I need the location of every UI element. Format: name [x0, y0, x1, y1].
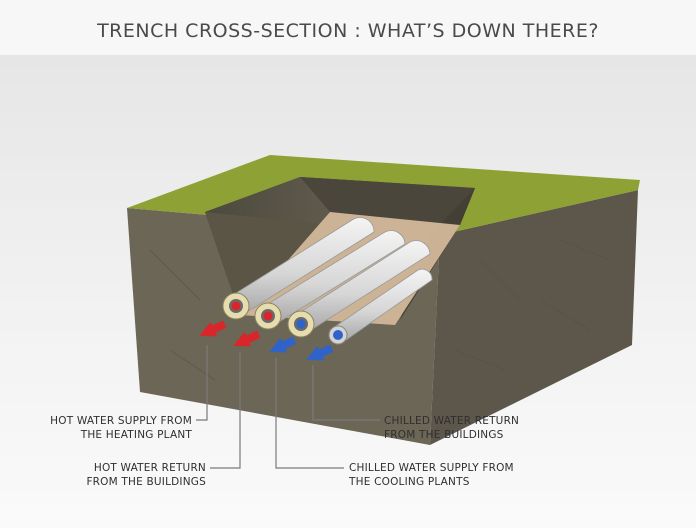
label-chilled-supply: CHILLED WATER SUPPLY FROM THE COOLING PL…: [349, 461, 539, 489]
diagram-title: TRENCH CROSS-SECTION : WHAT’S DOWN THERE…: [97, 20, 599, 42]
label-chilled-supply-line2: THE COOLING PLANTS: [349, 476, 470, 488]
arrow-hot-return: [233, 330, 261, 347]
label-chilled-return: CHILLED WATER RETURN FROM THE BUILDINGS: [384, 414, 554, 442]
label-hot-supply-line1: HOT WATER SUPPLY FROM: [50, 415, 192, 427]
block-side-face: [430, 190, 638, 445]
label-chilled-supply-line1: CHILLED WATER SUPPLY FROM: [349, 462, 514, 474]
label-chilled-return-line2: FROM THE BUILDINGS: [384, 429, 504, 441]
arrow-chilled-supply: [269, 336, 297, 353]
pipe-hot-supply: [222, 217, 375, 320]
label-chilled-return-line1: CHILLED WATER RETURN: [384, 415, 520, 427]
leader-lines: [196, 345, 380, 469]
arrow-chilled-return: [306, 344, 334, 361]
pipe-chilled-return: [328, 268, 433, 345]
pipe-group: [222, 217, 433, 345]
leader-chilled-supply: [275, 358, 344, 469]
label-hot-supply-line2: THE HEATING PLANT: [80, 429, 192, 441]
label-hot-return-line1: HOT WATER RETURN: [93, 462, 206, 474]
leader-hot-supply: [196, 345, 208, 421]
leader-hot-return: [210, 352, 241, 469]
label-hot-return-line2: FROM THE BUILDINGS: [86, 476, 206, 488]
trench-back-wall: [300, 177, 475, 225]
label-hot-supply: HOT WATER SUPPLY FROM THE HEATING PLANT: [42, 414, 192, 442]
leader-chilled-return: [312, 365, 380, 421]
label-hot-return: HOT WATER RETURN FROM THE BUILDINGS: [80, 461, 206, 489]
arrow-hot-supply: [199, 320, 227, 337]
soil-texture: [149, 239, 611, 381]
pipe-chilled-supply: [287, 240, 431, 338]
pipe-hot-return: [254, 230, 406, 330]
flow-arrows: [199, 320, 334, 361]
